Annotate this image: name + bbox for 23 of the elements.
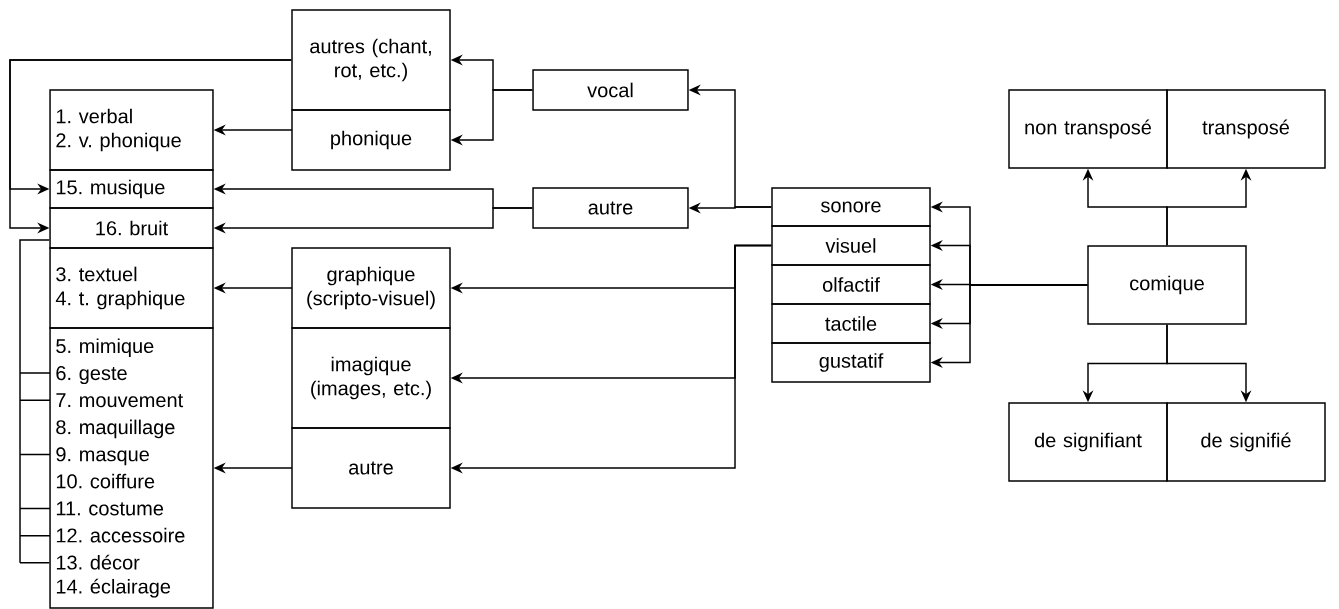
category-box: autres (chant, rot, etc.) — [291, 9, 451, 111]
category-box: 3. textuel 4. t. graphique — [49, 247, 214, 329]
category-box: 5. mimique 6. geste 7. mouvement 8. maquillage 9. masque 10. coiffure 11. costume 12. accessoire 13. décor 14. éclairage — [49, 327, 214, 609]
category-box: visuel — [771, 225, 931, 266]
category-box: graphique (scripto-visuel) — [291, 247, 451, 329]
category-box: 16. bruit — [49, 207, 214, 249]
category-box: transposé — [1166, 89, 1326, 169]
arrow — [19, 239, 51, 564]
category-box: 15. musique — [49, 169, 214, 209]
category-box: autre — [291, 427, 451, 509]
category-box: sonore — [771, 187, 931, 227]
category-box: vocal — [532, 69, 689, 111]
category-box: tactile — [771, 303, 931, 344]
category-box: de signifié — [1166, 402, 1326, 482]
category-box: comique — [1087, 245, 1247, 325]
category-box: imagique (images, etc.) — [291, 327, 451, 429]
category-box: autre — [532, 187, 689, 229]
category-box: olfactif — [771, 264, 931, 305]
category-box: de signifiant — [1008, 402, 1168, 482]
category-box: 1. verbal 2. v. phonique — [49, 89, 214, 171]
category-box: non transposé — [1008, 89, 1168, 169]
category-box: gustatif — [771, 342, 931, 383]
category-box: phonique — [291, 109, 451, 171]
